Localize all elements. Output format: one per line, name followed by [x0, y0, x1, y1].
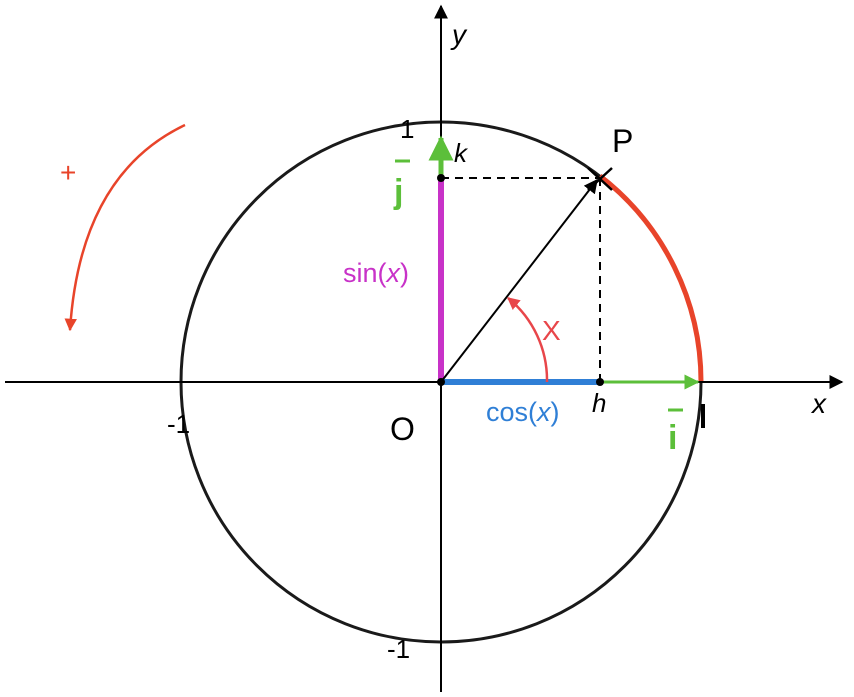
point-h-label: h — [592, 388, 606, 418]
cos-label-var: x — [535, 397, 552, 427]
point-h-marker — [596, 378, 604, 386]
point-k-marker — [437, 174, 445, 182]
tick-x-neg: -1 — [167, 409, 190, 439]
angle-arc-on-circle — [598, 174, 704, 383]
point-p-label: P — [612, 123, 633, 159]
cos-label-prefix: cos( — [486, 397, 537, 427]
tick-y-pos: 1 — [400, 114, 414, 144]
sin-label: sin(x) — [343, 258, 409, 288]
tick-y-neg: -1 — [387, 634, 410, 664]
vector-j-label: j — [393, 173, 403, 211]
sin-label-var: x — [385, 258, 402, 288]
sin-label-prefix: sin( — [343, 258, 387, 288]
positive-direction-arrow — [64, 123, 186, 332]
y-axis-label: y — [450, 19, 468, 50]
angle-x-arc — [507, 297, 549, 383]
point-k-label: k — [454, 138, 469, 168]
x-axis-label: x — [810, 388, 827, 419]
point-o-label: O — [390, 411, 415, 447]
cos-label: cos(x) — [486, 397, 560, 427]
point-p-cross-b — [587, 167, 613, 191]
positive-direction-label: + — [60, 157, 76, 188]
vector-i-label: i — [668, 419, 677, 457]
cos-label-suffix: ) — [551, 397, 560, 427]
sin-label-suffix: ) — [400, 258, 409, 288]
point-o-marker — [437, 378, 445, 386]
angle-label: X — [542, 315, 561, 346]
radius-vector — [440, 178, 598, 383]
